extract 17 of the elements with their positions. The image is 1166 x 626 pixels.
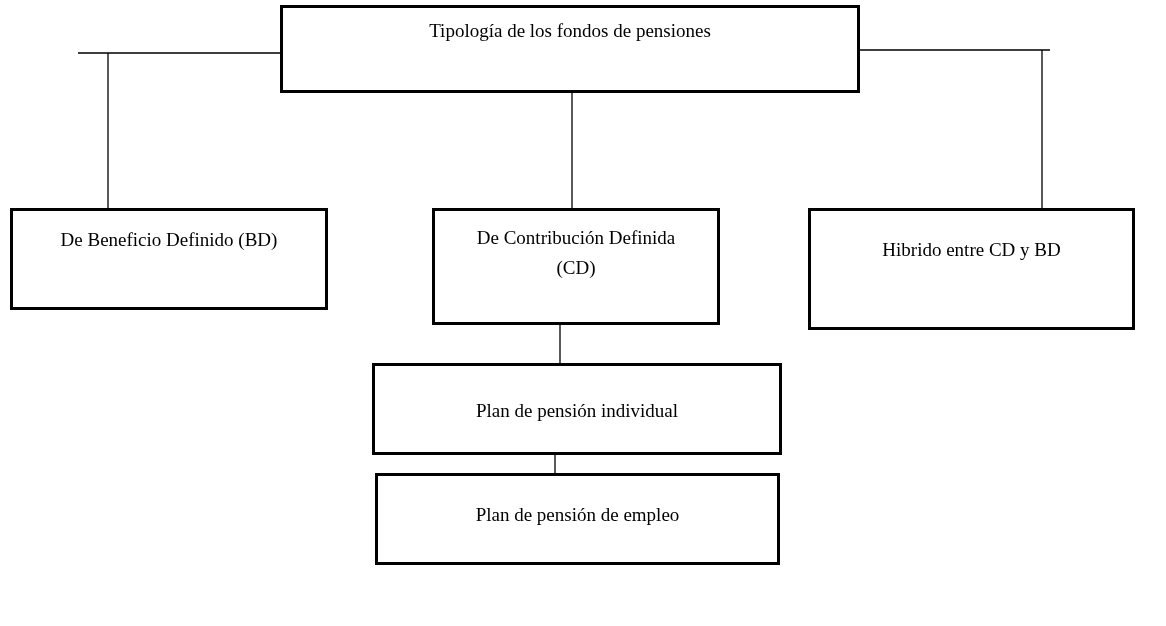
box-label: Tipología de los fondos de pensiones [429,19,711,43]
category-box [10,208,328,310]
connector-line [554,454,556,474]
category-box [372,363,782,455]
box-label: De Beneficio Definido (BD) [60,228,278,252]
box-label: Plan de pensión individual [475,399,679,423]
category-box [280,5,860,93]
category-box [808,208,1135,330]
box-label: Hibrido entre CD y BD [882,238,1061,262]
connector-line [559,324,561,364]
category-box [375,473,780,565]
connector-line [77,52,281,209]
connector-line [859,49,1051,209]
category-box [432,208,720,325]
box-label: De Contribución Definida (CD) [476,226,676,280]
box-label: Plan de pensión de empleo [475,503,680,527]
connector-line [571,92,573,209]
